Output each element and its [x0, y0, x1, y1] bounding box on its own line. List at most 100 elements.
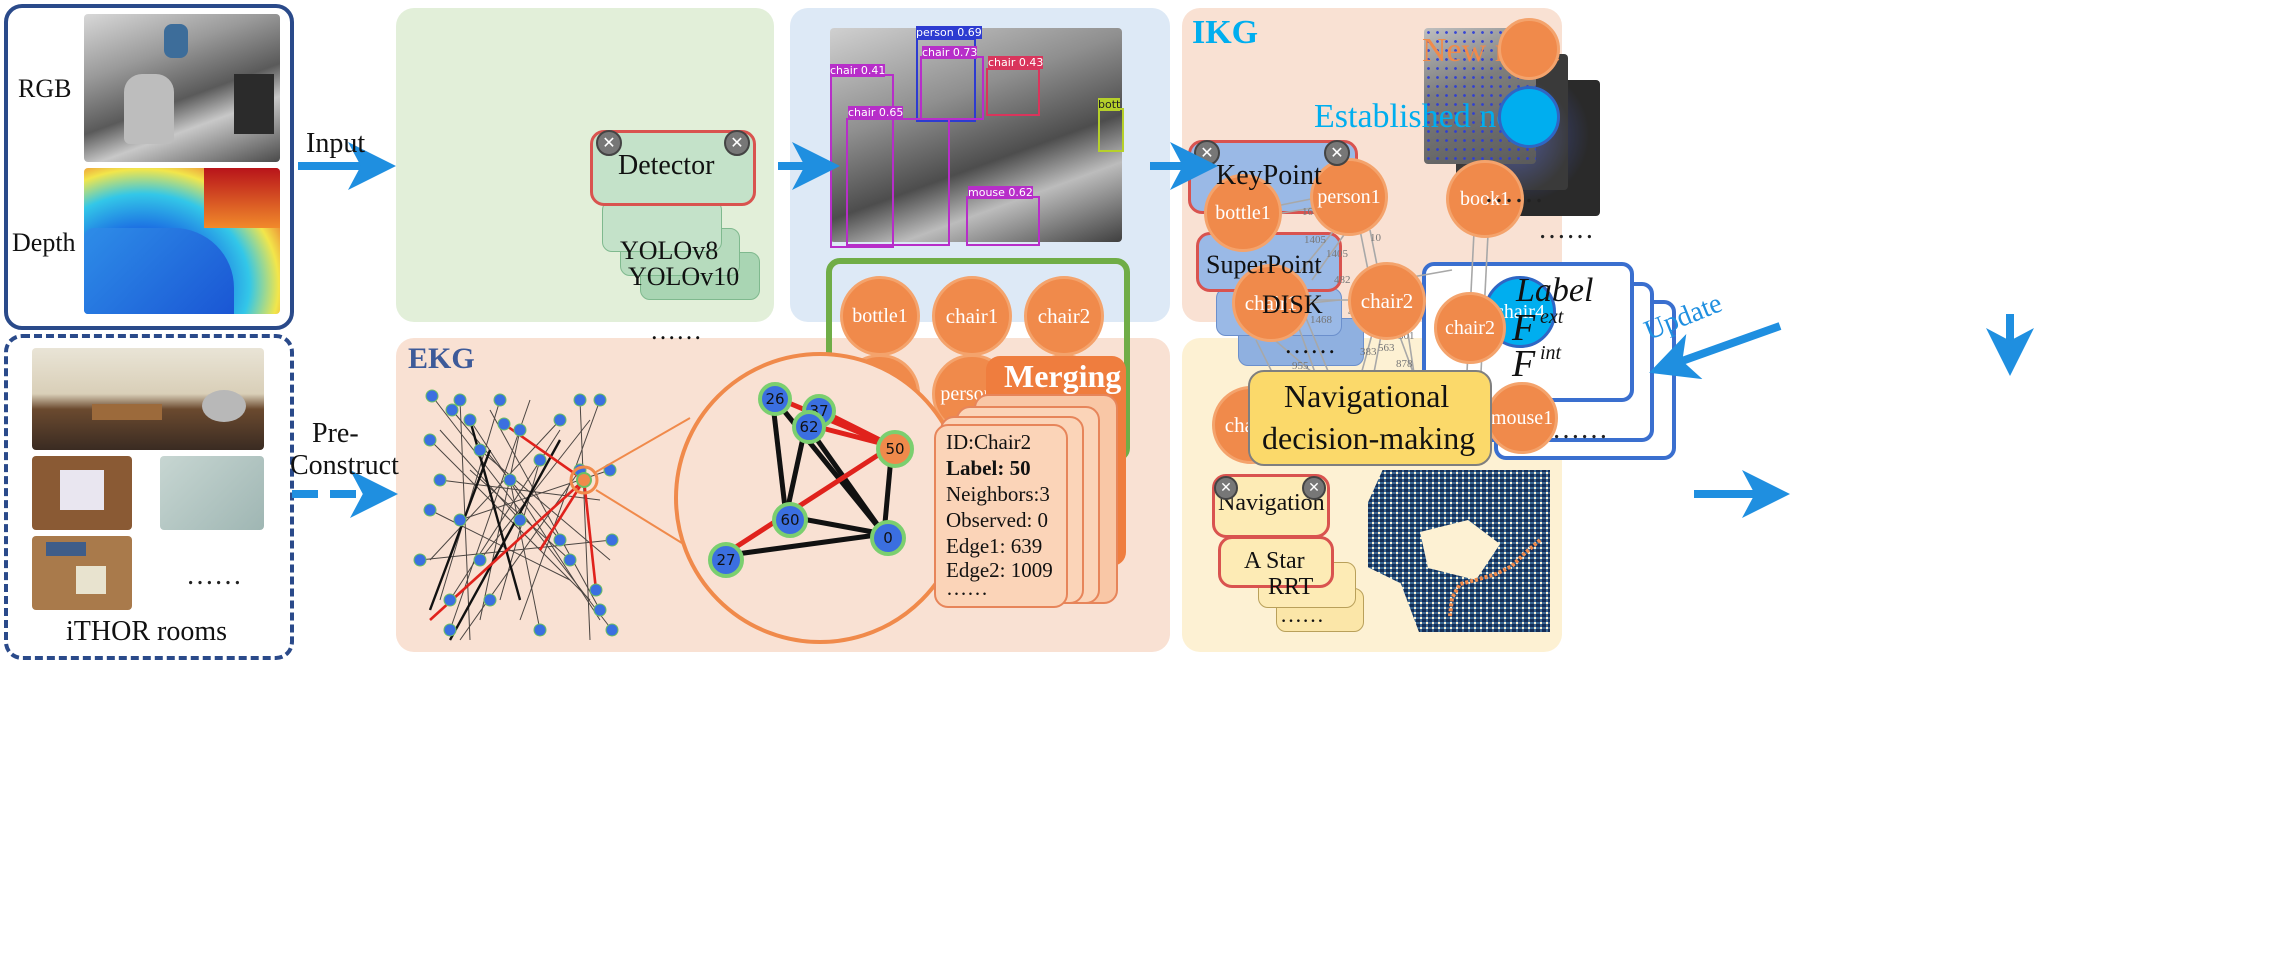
rgb-chair-shape [124, 74, 174, 144]
ikg-edge-label: 563 [1378, 342, 1395, 354]
detector-model-1: YOLOv8 [620, 236, 719, 265]
detector-model-2: YOLOv10 [628, 262, 740, 291]
detector-model-3: …… [650, 316, 702, 345]
ekg-node [589, 583, 603, 597]
detector-close-icon-right[interactable]: ✕ [724, 130, 750, 156]
ekg-node [413, 553, 427, 567]
ikg-edge [1299, 227, 1337, 273]
ekg-node [497, 417, 511, 431]
detected-node-chair1: chair1 [932, 276, 1012, 356]
merging-id: ID:Chair2 [946, 430, 1032, 454]
detection-box-chair3-label: chair 0.43 [988, 56, 1044, 69]
merging-neighbors: Neighbors:3 [946, 482, 1050, 506]
ekg-edge [429, 509, 571, 581]
ekg-highlight-node [576, 472, 592, 488]
detection-box-bottle-label: bott [1098, 98, 1121, 111]
detection-result-image [830, 28, 1122, 242]
ekg-edge-red [582, 479, 598, 591]
rgb-person-shape [164, 24, 188, 58]
room-kitchen-pot [202, 390, 246, 422]
ikg-node-book1: book1 [1446, 160, 1524, 238]
keypoint-model-1: SuperPoint [1206, 250, 1322, 279]
ikg-node-mouse1: mouse1 [1486, 382, 1558, 454]
ikg-edge-label: 482 [1334, 274, 1351, 286]
keypoint-close-icon-right[interactable]: ✕ [1324, 140, 1350, 166]
ekg-zoom-source-ring [569, 465, 599, 495]
depth-top-region [204, 168, 280, 228]
navigation-close-icon-left[interactable]: ✕ [1214, 476, 1238, 500]
detection-box-chair4-label: chair 0.65 [848, 106, 904, 119]
room-topdown-3-rug [76, 566, 106, 594]
detection-box-person-label: person 0.69 [916, 26, 982, 39]
merging-label: Label: 50 [946, 456, 1031, 480]
ekg-edge [431, 395, 613, 631]
ekg-node [593, 393, 607, 407]
navigation-close-icon-right[interactable]: ✕ [1302, 476, 1326, 500]
rooms-more: …… [186, 560, 242, 591]
ikg-edge-label: 383 [1360, 346, 1377, 358]
ekg-zoom-edge [769, 395, 789, 517]
ikg-edge-label: 1405 [1304, 234, 1326, 246]
merging-front-card [934, 424, 1068, 608]
merging-edge1: Edge1: 639 [946, 534, 1043, 558]
depth-lower-region [84, 228, 234, 314]
nav-method-3: …… [1280, 602, 1324, 627]
ekg-node [605, 623, 619, 637]
feature-f-ext-letter: F [1512, 307, 1536, 349]
ekg-edge [519, 399, 601, 621]
ekg-node [513, 423, 527, 437]
keypoint-title: KeyPoint [1216, 160, 1322, 191]
detection-box-person [916, 38, 976, 122]
ikg-more: …… [1484, 176, 1544, 209]
preconstruct-label-line1: Pre- [312, 418, 359, 449]
feature-f-int-letter: F [1512, 343, 1536, 385]
merging-edge2: Edge2: 1009 [946, 558, 1053, 582]
detector-model-card-1 [602, 200, 722, 252]
ekg-node [573, 393, 587, 407]
room-topdown-3-bed [46, 542, 86, 556]
merging-more: …… [946, 576, 988, 600]
planned-path-line [1448, 538, 1542, 617]
input-arrow-label: Input [306, 128, 366, 159]
nav-method-1: A Star [1244, 548, 1305, 574]
room-topdown-2-image [160, 456, 264, 530]
room-topdown-1-rug [60, 470, 104, 510]
detection-box-chair1-label: chair 0.41 [830, 64, 886, 77]
detector-title: Detector [618, 150, 715, 181]
ekg-node [493, 393, 507, 407]
ekg-zoom-connector [595, 417, 691, 473]
ekg-node [423, 503, 437, 517]
ekg-title: EKG [408, 342, 475, 375]
ekg-zoom-connector [595, 489, 691, 549]
ekg-node [563, 553, 577, 567]
ekg-node [483, 593, 497, 607]
ikg-node-person1: person1 [1310, 158, 1388, 236]
rgb-monitor-shape [234, 74, 274, 134]
ikg-title: IKG [1192, 14, 1259, 51]
detector-close-icon-left[interactable]: ✕ [596, 130, 622, 156]
ekg-zoom-node-26: 26 [758, 382, 792, 416]
ekg-edge [429, 419, 561, 561]
navigational-decision-box [1248, 370, 1492, 466]
feature-card-more: …… [1552, 414, 1608, 445]
keypoint-close-icon-left[interactable]: ✕ [1194, 140, 1220, 166]
ekg-edge [509, 479, 541, 631]
ekg-node [443, 593, 457, 607]
detection-box-chair3 [986, 68, 1040, 116]
keypoint-model-3: …… [1284, 330, 1336, 359]
ekg-node [443, 623, 457, 637]
ikg-edge-label: 955 [1292, 360, 1309, 372]
ekg-zoom-node-62: 62 [792, 410, 826, 444]
room-kitchen-board [92, 404, 162, 420]
feature-label-text: Label [1516, 272, 1594, 309]
ekg-node [553, 533, 567, 547]
keypoint-ellipsis: …… [1538, 214, 1594, 245]
rgb-label: RGB [18, 74, 72, 103]
ekg-node [425, 389, 439, 403]
ikg-node-chair2: chair2 [1348, 262, 1426, 340]
ekg-edge-thick [428, 449, 492, 611]
ekg-edge [469, 419, 601, 621]
ekg-edge-red [429, 479, 585, 621]
ekg-zoom-edge-red [720, 443, 894, 559]
